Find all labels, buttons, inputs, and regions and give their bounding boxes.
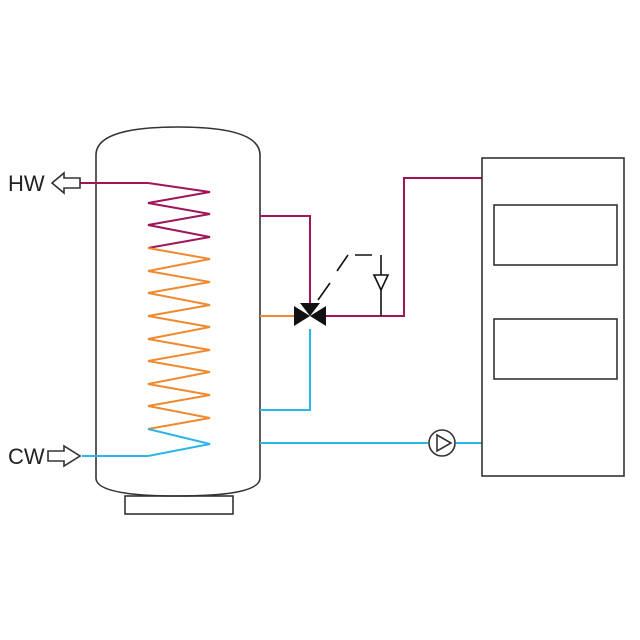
boiler-panel-bottom [493,318,618,380]
cw-label: CW [8,444,45,469]
three-way-valve-icon [294,303,326,326]
connection-pipes [260,177,482,444]
actuator-dash-1 [317,282,331,301]
valve-left-triangle [294,306,310,326]
actuator-sensor [372,274,390,292]
valve-top-triangle [300,303,320,316]
hw-label: HW [8,171,45,196]
heating-coil [147,182,211,457]
valve-bottom-pipe [260,329,311,411]
boiler-unit [481,157,625,477]
cold-water-inlet: CW [8,444,148,469]
hot-water-outlet: HW [8,171,148,196]
tank-shell [95,126,261,497]
circulation-pump-icon [428,429,456,457]
pump-triangle [436,433,453,453]
boiler-panel-top [493,204,618,266]
left-arrow-outline-icon [50,171,81,195]
coil-hot-section [147,182,211,249]
tank-top-return-pipe [260,215,311,303]
boiler-body [481,157,625,477]
valve-actuator-icon [317,254,390,316]
boiler-flow-pipe [322,177,482,317]
coil-warm-section [147,247,211,430]
valve-right-triangle [310,306,326,326]
coil-cold-section [147,428,211,457]
right-arrow-outline-icon [47,444,82,468]
actuator-dash-2 [336,254,349,272]
tank-base [124,495,234,515]
storage-tank [95,126,261,515]
